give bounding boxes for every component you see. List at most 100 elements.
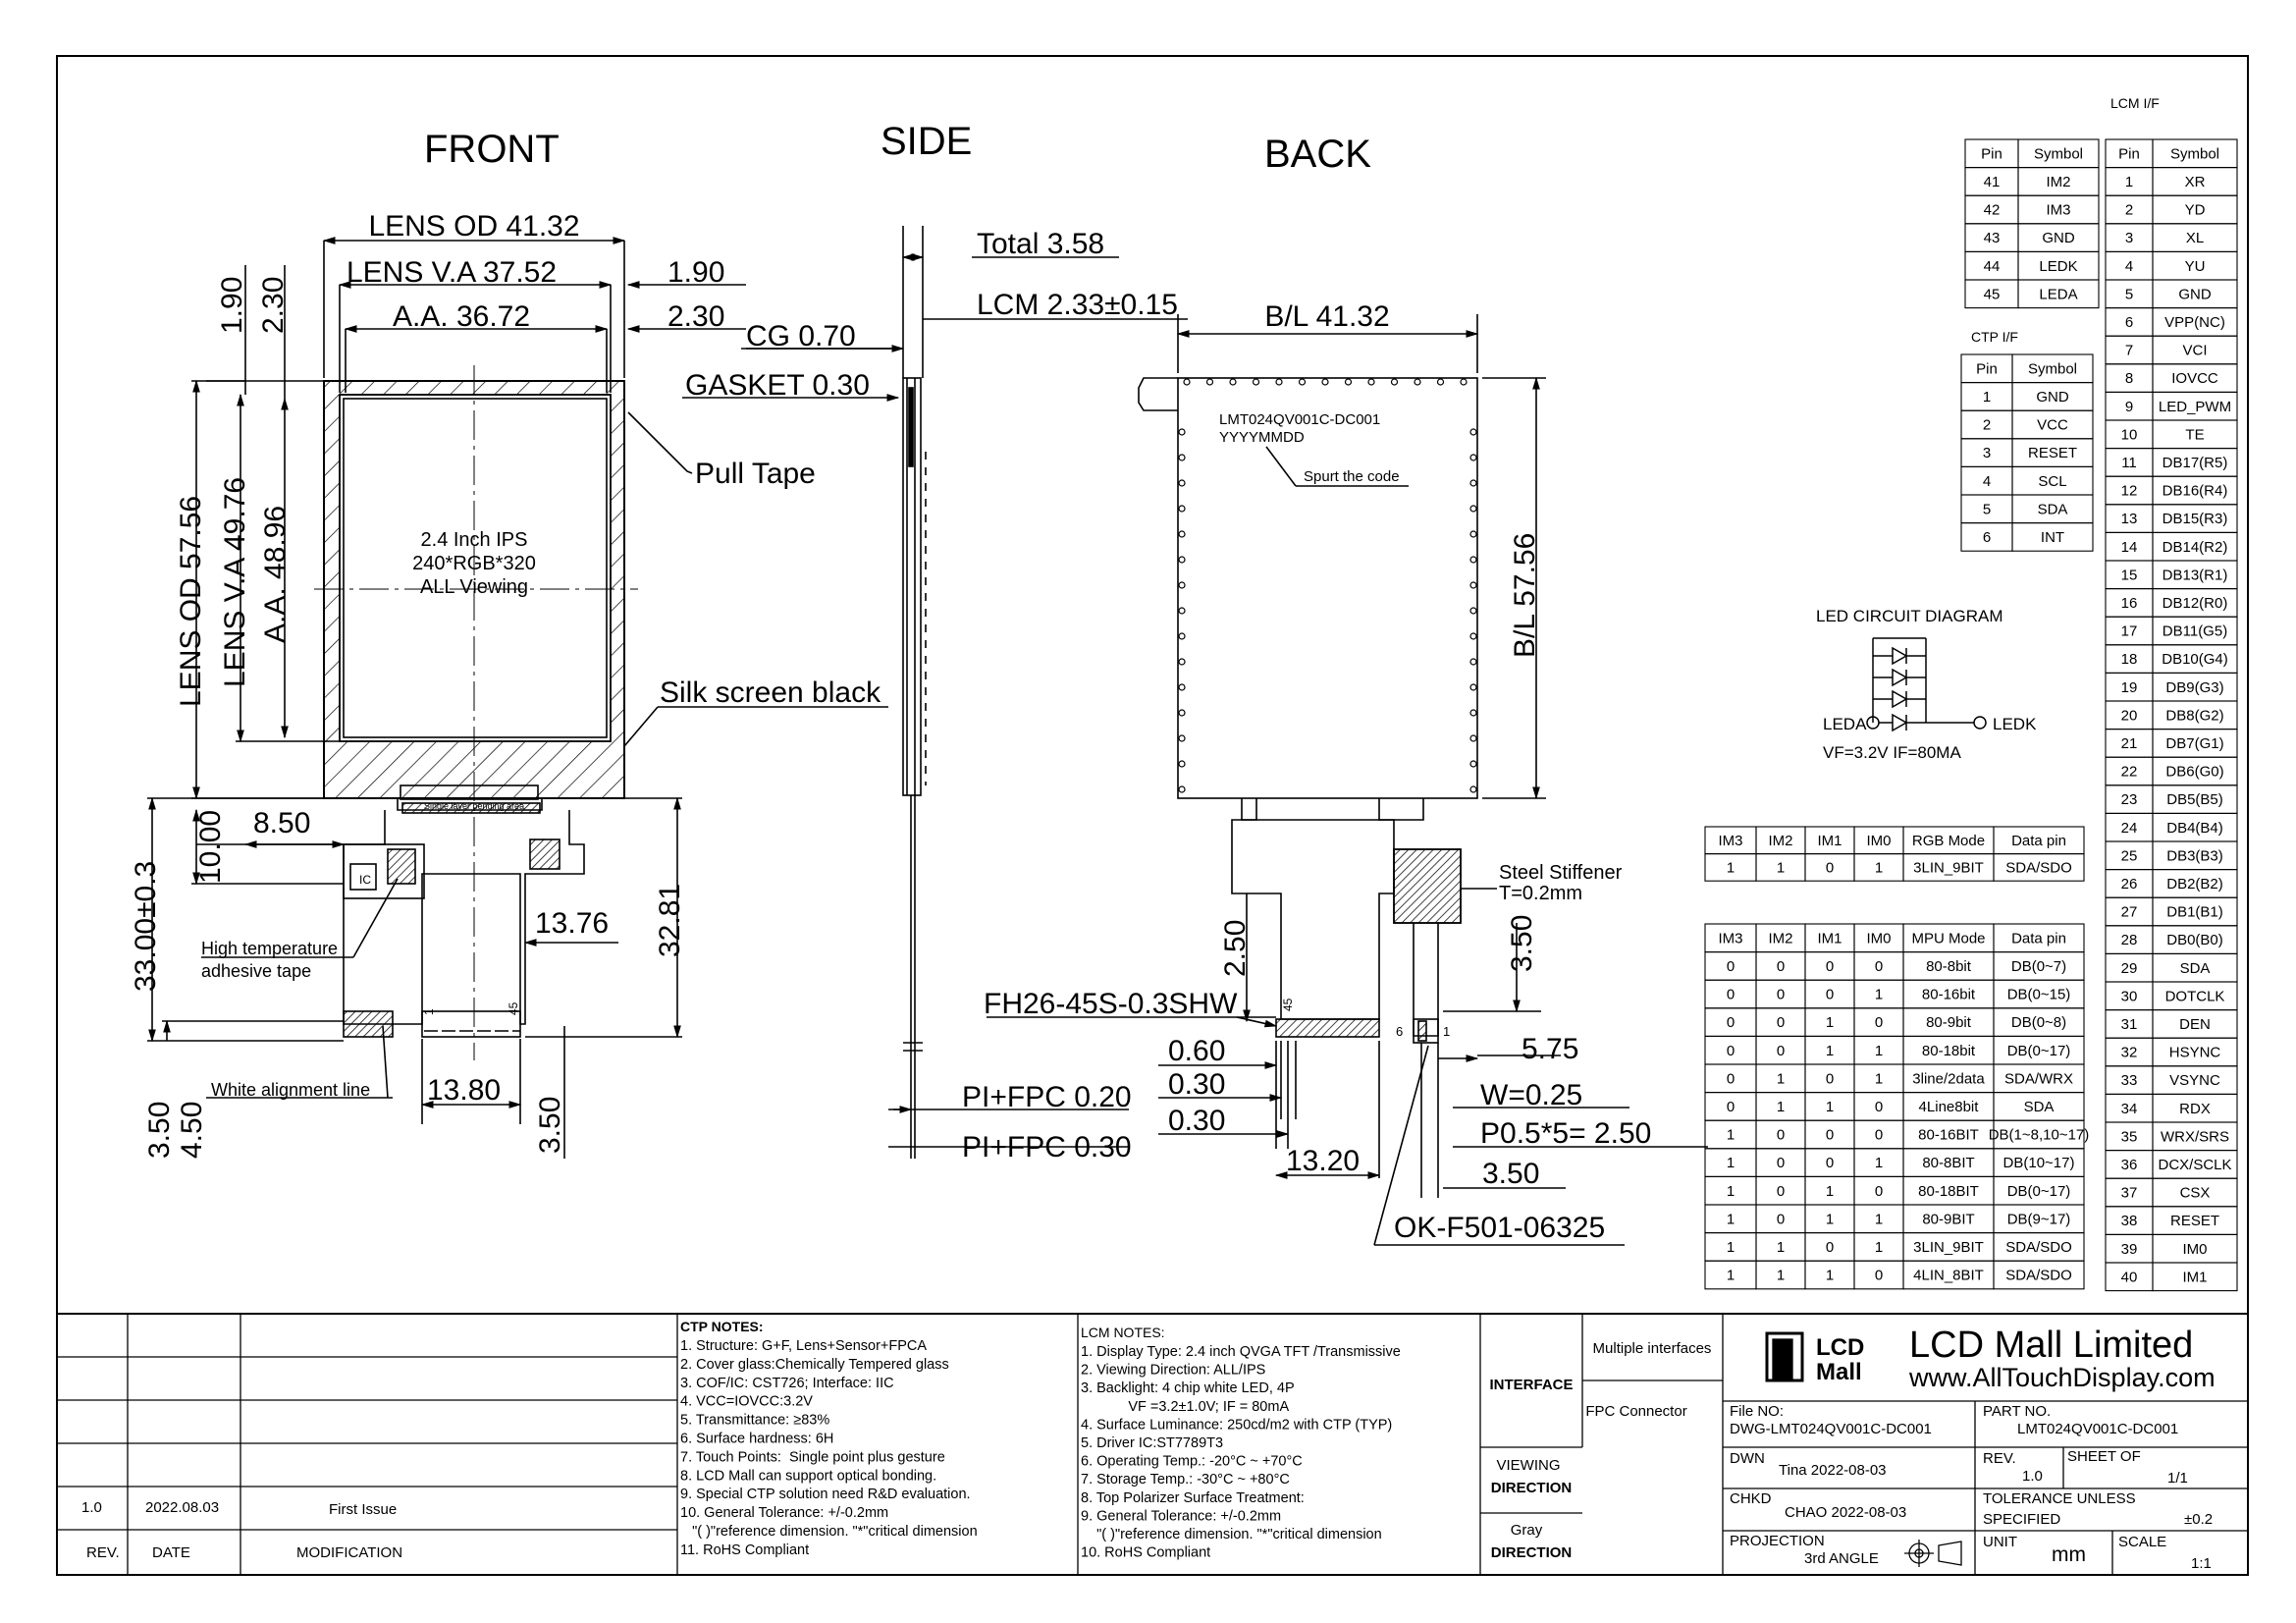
tol-label-1: TOLERANCE UNLESS bbox=[1983, 1490, 2136, 1507]
dim-190-right: 1.90 bbox=[667, 256, 724, 289]
tol-label-2: SPECIFIED bbox=[1983, 1511, 2060, 1528]
screw-mark bbox=[1414, 378, 1421, 386]
leda-label: LEDA bbox=[1823, 715, 1867, 733]
dim-aa-w: A.A. 36.72 bbox=[393, 300, 530, 333]
lcm-if-right-table-cell: XL bbox=[2186, 230, 2204, 246]
mpu-mode-table-header: MPU Mode bbox=[1911, 930, 1985, 947]
rgb-mode-table-header: Data pin bbox=[2011, 833, 2066, 849]
mpu-mode-table-cell: 1 bbox=[1875, 1043, 1883, 1059]
sheet-value: 1/1 bbox=[2167, 1470, 2188, 1487]
high-temp-label-1: High temperature bbox=[201, 939, 338, 958]
rgb-mode-table-header: IM2 bbox=[1768, 833, 1792, 849]
mpu-mode-table-cell: 0 bbox=[1777, 1155, 1785, 1171]
screw-mark bbox=[1469, 556, 1477, 564]
lcm-if-right-table-cell: HSYNC bbox=[2169, 1045, 2221, 1061]
mpu-mode-table-header: IM2 bbox=[1768, 930, 1792, 947]
title-block: 1.0 2022.08.03 First Issue REV. DATE MOD… bbox=[57, 1313, 2248, 1575]
unit-value: mm bbox=[2052, 1543, 2086, 1566]
note-line: 6. Operating Temp.: -20°C ~ +70°C bbox=[1081, 1454, 1303, 1470]
file-no-label: File NO: bbox=[1730, 1403, 1784, 1420]
mpu-mode-table-cell: 1 bbox=[1875, 1070, 1883, 1087]
mpu-mode-table-cell: 1 bbox=[1826, 1183, 1834, 1200]
mpu-mode-table-header: IM1 bbox=[1817, 930, 1842, 947]
screw-mark bbox=[1469, 428, 1477, 436]
dim-1380: 13.80 bbox=[427, 1074, 501, 1107]
mpu-mode-table-cell: 0 bbox=[1777, 987, 1785, 1003]
screw-mark bbox=[1469, 760, 1477, 768]
ic-label: IC bbox=[359, 873, 371, 887]
mpu-mode-table-cell: 4Line8bit bbox=[1919, 1099, 1980, 1115]
side-view: SIDE Total 3.58 LCM 2.33±0.15 CG 0.70 GA… bbox=[682, 120, 1188, 1163]
mpu-mode-table-cell: 3line/2data bbox=[1912, 1070, 1985, 1087]
lcm-if-right-table-cell: DB3(B3) bbox=[2166, 847, 2223, 864]
lcm-if-right-table-cell: 31 bbox=[2121, 1016, 2138, 1033]
screw-mark bbox=[1469, 632, 1477, 640]
mpu-mode-table-cell: 0 bbox=[1875, 958, 1883, 975]
mpu-mode-table-cell: 1 bbox=[1777, 1070, 1785, 1087]
lcm-if-right-table-cell: RESET bbox=[2170, 1213, 2219, 1229]
back-date-code: YYYYMMDD bbox=[1219, 429, 1305, 446]
lcm-if-right-table-cell: 3 bbox=[2125, 230, 2133, 246]
lcm-if-left-table-cell: LEDK bbox=[2039, 258, 2077, 275]
dim-350a: 3.50 bbox=[143, 1102, 176, 1159]
lcm-if-right-table-cell: 38 bbox=[2121, 1213, 2138, 1229]
lcm-if-right-table-cell: WRX/SRS bbox=[2161, 1128, 2229, 1145]
lcm-if-right-table-cell: YU bbox=[2185, 258, 2206, 275]
note-line: 10. General Tolerance: +/-0.2mm bbox=[680, 1505, 888, 1521]
lcm-if-right-table-cell: 10 bbox=[2121, 426, 2138, 443]
lcm-if-left-table-cell: 44 bbox=[1984, 258, 2001, 275]
rgb-mode-table-cell: 1 bbox=[1727, 859, 1735, 876]
ctp-if-table-cell: SCL bbox=[2038, 473, 2066, 490]
ctp-notes-title: CTP NOTES: bbox=[680, 1319, 764, 1334]
lcm-if-right-table-cell: DB8(G2) bbox=[2165, 707, 2223, 724]
mpu-mode-table-cell: 0 bbox=[1875, 1127, 1883, 1144]
screw-mark bbox=[1469, 581, 1477, 589]
side-title: SIDE bbox=[881, 120, 972, 163]
rgb-mode-table-cell: 3LIN_9BIT bbox=[1913, 859, 1984, 876]
logo-text-2: Mall bbox=[1816, 1359, 1862, 1385]
lcm-if-right-table-cell: CSX bbox=[2180, 1185, 2211, 1202]
lcm-if-right-table-cell: SDA bbox=[2180, 960, 2211, 977]
lcm-if-right-table-cell: 20 bbox=[2121, 707, 2138, 724]
note-line: 4. VCC=IOVCC:3.2V bbox=[680, 1394, 813, 1410]
file-no: DWG-LMT024QV001C-DC001 bbox=[1730, 1421, 1932, 1437]
front-view: FRONT 2.4 Inch IPS 240*RGB*320 ALL Viewi… bbox=[130, 128, 888, 1159]
dim-450: 4.50 bbox=[176, 1102, 208, 1159]
led-title: LED CIRCUIT DIAGRAM bbox=[1816, 607, 2003, 625]
note-line: 8. Top Polarizer Surface Treatment: bbox=[1081, 1490, 1305, 1506]
mpu-mode-table-cell: 0 bbox=[1777, 1014, 1785, 1031]
company-name: LCD Mall Limited bbox=[1909, 1325, 2193, 1366]
dwn-label: DWN bbox=[1730, 1450, 1765, 1467]
lcm-if-left-table-cell: 43 bbox=[1984, 230, 2001, 246]
gray-label-2: DIRECTION bbox=[1491, 1544, 1573, 1561]
proj-label: PROJECTION bbox=[1730, 1533, 1825, 1549]
side-gasket: GASKET 0.30 bbox=[685, 369, 870, 402]
lcm-if-right-table-cell: 13 bbox=[2121, 511, 2138, 527]
back-pin-1: 1 bbox=[1443, 1024, 1450, 1039]
mpu-mode-table-cell: 80-9bit bbox=[1926, 1014, 1972, 1031]
lcm-if-right-table-cell: 37 bbox=[2121, 1185, 2138, 1202]
screw-mark bbox=[1178, 428, 1186, 436]
mpu-mode-table-cell: 1 bbox=[1826, 1268, 1834, 1284]
ctp-if-table-cell: 4 bbox=[1983, 473, 1991, 490]
mpu-mode-table-cell: 0 bbox=[1777, 1211, 1785, 1227]
dim-back-250: 2.50 bbox=[1219, 920, 1252, 977]
sheet-border bbox=[56, 55, 2249, 1576]
lcm-if-left-table-cell: 41 bbox=[1984, 174, 2001, 190]
lcm-if-right-table-cell: 5 bbox=[2125, 286, 2133, 302]
lcm-if-right-table-cell: 25 bbox=[2121, 847, 2138, 864]
rgb-mode-table-header: RGB Mode bbox=[1912, 833, 1985, 849]
note-line: 3. COF/IC: CST726; Interface: IIC bbox=[680, 1376, 894, 1391]
mod-header: MODIFICATION bbox=[296, 1544, 402, 1561]
bending-area-label: Single layer bending area bbox=[424, 801, 524, 811]
mpu-mode-table-cell: 80-16BIT bbox=[1918, 1127, 1979, 1144]
white-align-label: White alignment line bbox=[211, 1080, 370, 1100]
mpu-mode-table-cell: 1 bbox=[1875, 1211, 1883, 1227]
mpu-mode-table-cell: 0 bbox=[1875, 1183, 1883, 1200]
note-line: 9. General Tolerance: +/-0.2mm bbox=[1081, 1508, 1281, 1524]
led-spec: VF=3.2V IF=80MA bbox=[1823, 743, 1961, 762]
lcm-notes-title: LCM NOTES: bbox=[1081, 1325, 1165, 1340]
ledk-label: LEDK bbox=[1993, 715, 2037, 733]
